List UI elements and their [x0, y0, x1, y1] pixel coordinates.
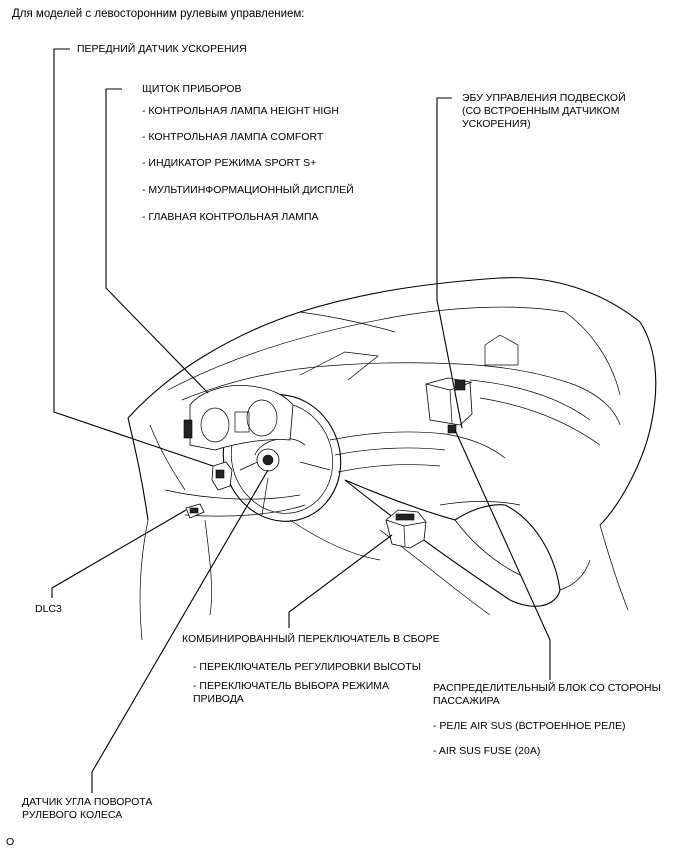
- figure-code: O: [6, 836, 15, 848]
- junction-item: - AIR SUS FUSE (20A): [433, 745, 541, 757]
- meter-item: - ГЛАВНАЯ КОНТРОЛЬНАЯ ЛАМПА: [142, 211, 319, 223]
- dashboard-outline: [127, 277, 657, 641]
- dlc3-connector: [185, 503, 205, 519]
- label-dlc3: DLC3: [35, 603, 62, 615]
- label-junction-block: РАСПРЕДЕЛИТЕЛЬНЫЙ БЛОК СО СТОРОНЫ ПАССАЖ…: [433, 682, 661, 707]
- switch-item: - ПЕРЕКЛЮЧАТЕЛЬ ВЫБОРА РЕЖИМА ПРИВОДА: [193, 680, 389, 705]
- suspension-ecu: [425, 377, 473, 434]
- meter-item: - ИНДИКАТОР РЕЖИМА SPORT S+: [142, 157, 317, 169]
- label-steering-angle-sensor: ДАТЧИК УГЛА ПОВОРОТА РУЛЕВОГО КОЛЕСА: [22, 796, 153, 821]
- label-combination-switch-assembly: КОМБИНИРОВАННЫЙ ПЕРЕКЛЮЧАТЕЛЬ В СБОРЕ: [182, 633, 440, 645]
- combination-meter: [183, 385, 294, 451]
- page-header: Для моделей с левосторонним рулевым упра…: [12, 8, 305, 20]
- steering-wheel: [222, 394, 342, 522]
- label-front-acceleration-sensor: ПЕРЕДНИЙ ДАТЧИК УСКОРЕНИЯ: [77, 43, 247, 55]
- switch-item: - ПЕРЕКЛЮЧАТЕЛЬ РЕГУЛИРОВКИ ВЫСОТЫ: [193, 661, 422, 673]
- meter-item: - МУЛЬТИИНФОРМАЦИОННЫЙ ДИСПЛЕЙ: [142, 184, 354, 196]
- meter-item: - КОНТРОЛЬНАЯ ЛАМПА HEIGHT HIGH: [142, 105, 340, 117]
- front-acceleration-sensor: [211, 461, 233, 491]
- junction-item: - РЕЛЕ AIR SUS (ВСТРОЕННОЕ РЕЛЕ): [433, 720, 626, 732]
- meter-item: - КОНТРОЛЬНАЯ ЛАМПА COMFORT: [142, 131, 324, 143]
- combination-switch-assembly: [385, 509, 427, 549]
- leader-lines: [51, 48, 551, 793]
- label-combination-meter: ЩИТОК ПРИБОРОВ: [142, 83, 242, 95]
- label-suspension-ecu: ЭБУ УПРАВЛЕНИЯ ПОДВЕСКОЙ (СО ВСТРОЕННЫМ …: [462, 92, 626, 130]
